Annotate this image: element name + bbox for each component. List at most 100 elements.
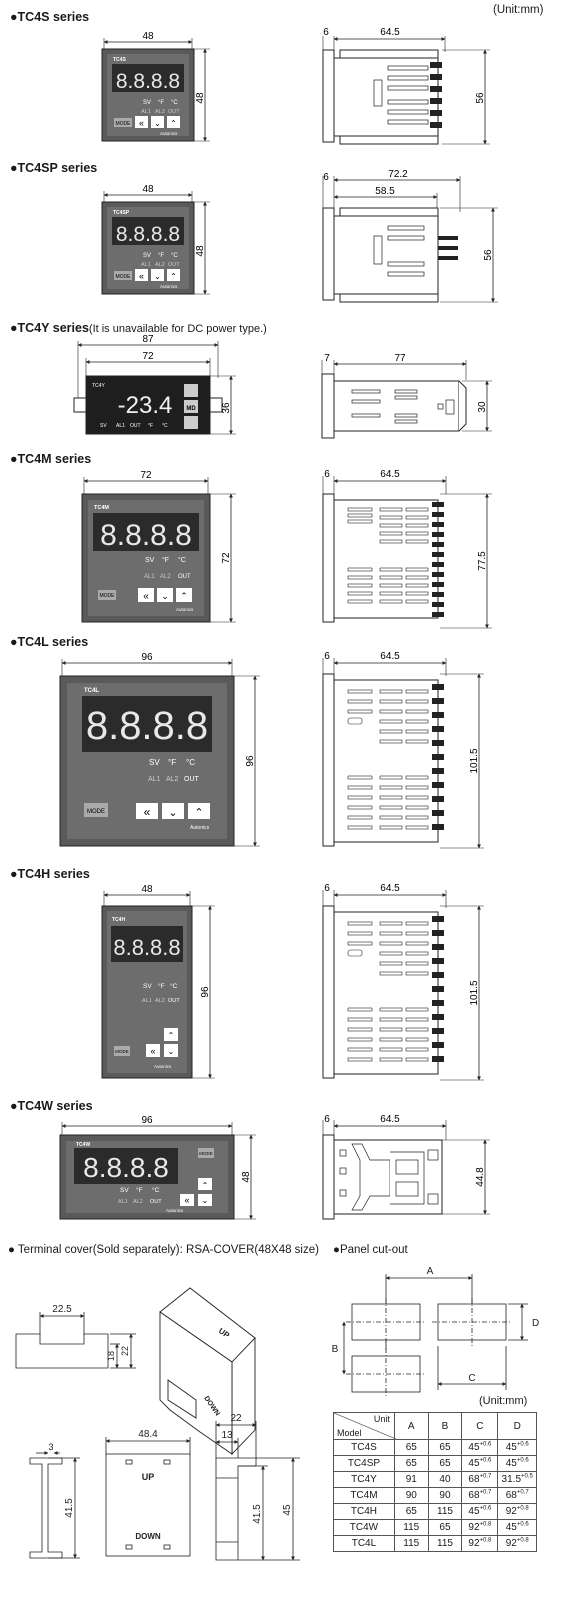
svg-text:72.2: 72.2 <box>388 169 408 180</box>
svg-text:⌃: ⌃ <box>180 591 188 601</box>
svg-text:SV: SV <box>100 423 107 429</box>
svg-text:-23.4: -23.4 <box>118 392 173 419</box>
svg-text:SV: SV <box>143 983 152 990</box>
svg-text:AL2: AL2 <box>155 109 165 115</box>
svg-text:OUT: OUT <box>150 1199 162 1205</box>
terminal-cover-side-profile: 3 41.5 <box>29 1442 80 1559</box>
svg-text:22: 22 <box>120 1346 130 1356</box>
col-header-c: C <box>461 1412 499 1440</box>
svg-text:SV: SV <box>145 557 155 564</box>
svg-text:30: 30 <box>477 401 488 413</box>
svg-text:44.8: 44.8 <box>475 1167 486 1187</box>
svg-text:48: 48 <box>241 1171 252 1183</box>
svg-text:«: « <box>143 591 149 602</box>
svg-text:OUT: OUT <box>184 776 200 783</box>
unit-label: (Unit:mm) <box>493 4 544 16</box>
title-tc4y: ●TC4Y series(It is unavailable for DC po… <box>10 321 267 335</box>
accessory-drawings: 22.5 18 22 UP DOWN 3 41.5 48.4 UP DOWN <box>15 1266 539 1561</box>
svg-text:°F: °F <box>158 253 164 259</box>
svg-text:Autonics: Autonics <box>154 1064 172 1069</box>
svg-text:C: C <box>468 1373 475 1384</box>
svg-text:45: 45 <box>282 1504 293 1516</box>
svg-text:°F: °F <box>158 982 165 990</box>
tc4m-model: TC4M <box>94 505 109 511</box>
svg-text:72: 72 <box>140 470 152 481</box>
svg-text:°C: °C <box>170 982 178 990</box>
svg-text:⌄: ⌄ <box>168 807 177 819</box>
svg-text:SV: SV <box>149 758 160 767</box>
svg-text:DOWN: DOWN <box>135 1532 161 1541</box>
tc4sp-front-view: 48 TC4SP 8.8.8.8 SV °F °C AL1 AL2 OUT MO… <box>101 184 210 295</box>
tc4w-front-view: 96 TC4W 8.8.8.8 SV °F °C AL1 AL2 OUT MOD… <box>59 1115 256 1220</box>
svg-text:⌃: ⌃ <box>194 807 203 819</box>
tc4s-model: TC4S <box>113 57 126 63</box>
svg-text:⌃: ⌃ <box>170 119 177 128</box>
svg-text:⌄: ⌄ <box>202 1196 209 1205</box>
tc4w-side-view: 6 64.5 44.8 <box>322 1114 490 1220</box>
svg-text:64.5: 64.5 <box>380 1114 400 1125</box>
svg-text:58.5: 58.5 <box>375 186 395 197</box>
svg-text:6: 6 <box>323 27 329 38</box>
svg-text:°C: °C <box>171 100 178 106</box>
svg-text:°C: °C <box>171 253 178 259</box>
svg-text:Autonics: Autonics <box>166 1208 184 1213</box>
svg-text:6: 6 <box>324 883 330 894</box>
svg-text:⌄: ⌄ <box>154 119 161 128</box>
svg-text:OUT: OUT <box>168 998 180 1004</box>
svg-text:96: 96 <box>141 652 153 663</box>
svg-text:°F: °F <box>148 423 153 429</box>
svg-text:°F: °F <box>162 556 169 564</box>
tc4m-side-view: 6 64.5 77.5 <box>322 469 492 629</box>
svg-text:8.8.8.8: 8.8.8.8 <box>116 223 180 246</box>
col-header-b: B <box>427 1412 463 1440</box>
svg-text:MODE: MODE <box>199 1151 213 1156</box>
cutout-unit-label: (Unit:mm) <box>479 1395 528 1407</box>
table-corner-header: Unit Model <box>333 1412 396 1440</box>
svg-text:MODE: MODE <box>116 274 132 280</box>
svg-text:AL2: AL2 <box>155 262 165 268</box>
terminal-cover-top-view: 22.5 18 22 <box>15 1304 136 1369</box>
tc4h-front-view: 48 TC4H 8.8.8.8 SV °F °C AL1 AL2 OUT MOD… <box>101 884 215 1079</box>
title-tc4y-note: (It is unavailable for DC power type.) <box>88 323 267 335</box>
svg-text:Autonics: Autonics <box>160 131 178 136</box>
svg-text:96: 96 <box>245 755 256 767</box>
svg-text:SV: SV <box>143 253 151 259</box>
col-header-d: D <box>497 1412 537 1440</box>
svg-text:8.8.8.8: 8.8.8.8 <box>113 935 180 960</box>
terminal-cover-title: ● Terminal cover(Sold separately): RSA-C… <box>8 1244 319 1256</box>
svg-text:72: 72 <box>221 552 232 564</box>
svg-text:«: « <box>144 805 151 819</box>
svg-text:«: « <box>139 118 144 128</box>
svg-text:AL2: AL2 <box>160 574 171 580</box>
svg-text:Autonics: Autonics <box>160 284 178 289</box>
svg-text:°F: °F <box>136 1186 143 1194</box>
svg-text:°C: °C <box>162 423 168 429</box>
tc4s-side-view: 6 64.5 56 <box>322 27 490 145</box>
svg-text:48: 48 <box>142 184 154 195</box>
dimension-drawings: 48 TC4S 8.8.8.8 SV °F °C AL1 AL2 OUT MOD… <box>59 27 498 1220</box>
svg-text:OUT: OUT <box>130 423 141 429</box>
svg-text:22.5: 22.5 <box>52 1304 72 1315</box>
title-tc4s: ●TC4S series <box>10 10 90 24</box>
terminal-cover-right-profile: 22 13 41.5 45 <box>215 1413 300 1561</box>
svg-text:AL1: AL1 <box>142 998 152 1004</box>
svg-text:⌃: ⌃ <box>202 1181 209 1190</box>
tc4h-model: TC4H <box>112 917 125 923</box>
tc4y-model: TC4Y <box>92 383 105 389</box>
svg-text:AL1: AL1 <box>148 776 161 783</box>
svg-text:22: 22 <box>230 1413 242 1424</box>
svg-text:MODE: MODE <box>115 1049 129 1054</box>
terminal-cover-iso-view: UP DOWN <box>159 1287 256 1456</box>
panel-cutout-title: ●Panel cut-out <box>333 1244 408 1256</box>
svg-text:UP: UP <box>142 1472 155 1482</box>
svg-text:⌃: ⌃ <box>168 1031 175 1040</box>
svg-text:77: 77 <box>394 353 406 364</box>
svg-text:6: 6 <box>323 172 329 183</box>
tc4w-model: TC4W <box>76 1142 90 1148</box>
svg-text:AL1: AL1 <box>141 262 151 268</box>
tc4s-front-width: 48 <box>142 31 154 42</box>
